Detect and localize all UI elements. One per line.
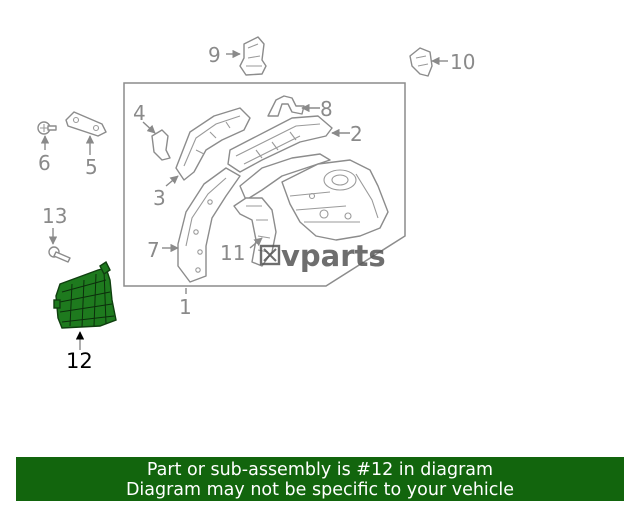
part-9-clip[interactable] bbox=[239, 36, 267, 76]
part-3-reinforcement[interactable] bbox=[175, 107, 251, 181]
part-11-inner-bracket[interactable] bbox=[233, 197, 277, 267]
callout-3: 3 bbox=[153, 186, 166, 210]
watermark-text: vparts bbox=[281, 239, 386, 273]
banner-line-1: Part or sub-assembly is #12 in diagram bbox=[146, 460, 494, 480]
part-5-plate[interactable] bbox=[65, 111, 107, 137]
callout-9: 9 bbox=[208, 43, 221, 67]
assembly-outline bbox=[123, 82, 406, 287]
callout-13: 13 bbox=[42, 204, 67, 228]
part-2-upper-rail[interactable] bbox=[227, 115, 333, 173]
callout-10: 10 bbox=[450, 50, 475, 74]
callout-11: 11 bbox=[220, 241, 245, 265]
part-10-bracket[interactable] bbox=[409, 47, 433, 77]
callout-2: 2 bbox=[350, 122, 363, 146]
callout-8: 8 bbox=[320, 97, 333, 121]
callout-1: 1 bbox=[179, 295, 192, 319]
banner-line-2: Diagram may not be specific to your vehi… bbox=[125, 480, 515, 500]
part-13-bolt[interactable] bbox=[48, 246, 71, 263]
callout-7: 7 bbox=[147, 238, 160, 262]
callout-12: 12 bbox=[66, 349, 93, 373]
callout-5: 5 bbox=[85, 155, 98, 179]
callout-6: 6 bbox=[38, 151, 51, 175]
part-4-bracket[interactable] bbox=[151, 129, 171, 161]
part-8-strap[interactable] bbox=[267, 95, 305, 117]
info-banner: Part or sub-assembly is #12 in diagram D… bbox=[16, 457, 624, 501]
part-7-arch-panel[interactable] bbox=[177, 167, 241, 283]
callout-4: 4 bbox=[133, 101, 146, 125]
watermark-logo: vparts bbox=[259, 239, 386, 273]
part-12-highlighted[interactable] bbox=[53, 260, 117, 329]
rear-panel-section bbox=[281, 159, 389, 241]
part-6-bolt[interactable] bbox=[37, 121, 57, 135]
